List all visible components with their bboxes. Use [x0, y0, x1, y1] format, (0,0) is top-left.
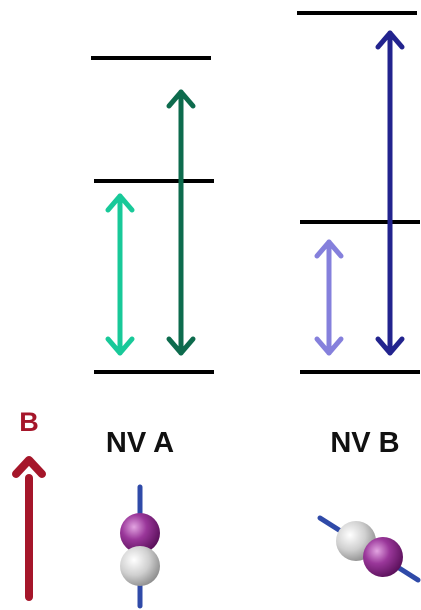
vacancy-icon	[120, 546, 160, 586]
nv-b-upper-transition-arrow	[375, 30, 405, 356]
nitrogen-atom-icon	[120, 513, 160, 553]
nv-b-center-icon	[317, 515, 421, 583]
nv-b-lower-transition-arrow	[314, 239, 344, 356]
nv-b-label: NV B	[330, 427, 399, 459]
field-label: B	[19, 407, 39, 437]
nv-a-lower-transition-arrow	[105, 193, 135, 356]
nitrogen-atom-icon	[363, 537, 403, 577]
nv-a-center-icon	[120, 484, 160, 609]
nv-a-upper-transition-arrow	[166, 89, 196, 356]
nv-a-label: NV A	[106, 427, 174, 459]
magnetic-field-arrow	[12, 456, 46, 601]
